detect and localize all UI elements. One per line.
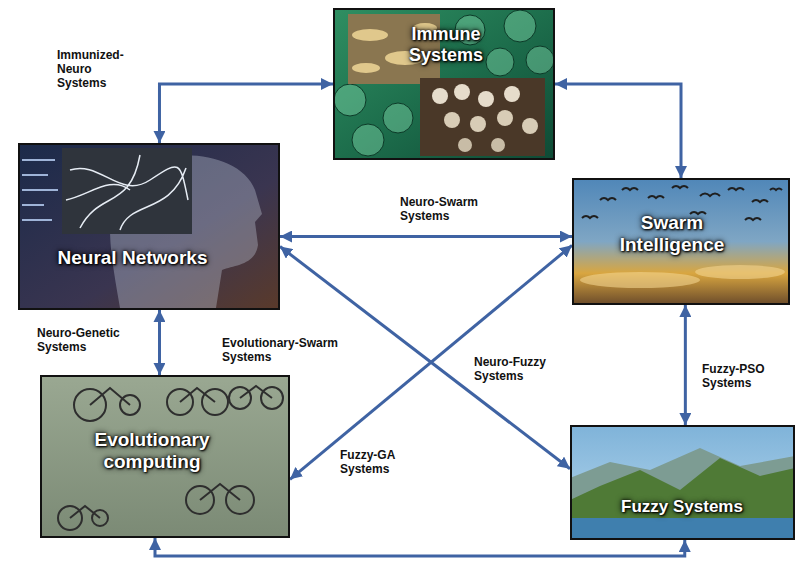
connector-arrow <box>159 84 333 143</box>
connector-label: Neuro-Swarm Systems <box>398 195 514 223</box>
box-label-group: Neural Networks <box>40 247 225 269</box>
white-cell <box>522 118 538 134</box>
bacterium <box>352 29 388 41</box>
cloud <box>695 265 785 279</box>
connector-arrow <box>684 305 687 425</box>
connector-arrow <box>158 310 161 375</box>
white-cell <box>470 116 486 132</box>
topic-box: Immune Systems <box>333 8 555 160</box>
connector-arrow <box>280 235 572 238</box>
connector-arrow <box>155 538 685 556</box>
circuit-lines <box>22 160 58 220</box>
topic-box: Evolutionary computing <box>40 375 290 538</box>
white-cell <box>491 138 505 152</box>
white-cell <box>504 86 520 102</box>
connector-label: Neuro-Genetic Systems <box>35 326 139 354</box>
connector-label: Fuzzy-PSO Systems <box>700 362 784 390</box>
box-label-group: Fuzzy Systems <box>592 497 772 517</box>
evolution-picture <box>40 375 290 538</box>
white-cell <box>458 138 472 152</box>
cell-blob <box>486 48 514 76</box>
white-cell <box>432 88 448 104</box>
connector-label: Neuro-Fuzzy Systems <box>472 355 564 383</box>
cell-blob <box>334 84 366 116</box>
bacterium <box>352 63 380 73</box>
neuron-inset <box>62 148 192 234</box>
lake-water <box>570 518 795 540</box>
connector-label: Immunized-Neuro Systems <box>55 48 139 90</box>
box-title: Evolutionary computing <box>77 429 227 473</box>
cell-blob <box>352 124 384 156</box>
bicycle-frames <box>70 386 272 518</box>
cell-blob <box>526 46 554 74</box>
connector-label: Fuzzy-GA Systems <box>338 448 420 476</box>
topic-box: Swarm Intelligence <box>572 178 790 305</box>
box-label-group: Immune Systems <box>390 24 502 65</box>
topic-box: Neural Networks <box>18 143 280 310</box>
box-title: Fuzzy Systems <box>592 497 772 517</box>
white-cell <box>444 112 460 128</box>
cells-inset <box>420 78 545 156</box>
box-title: Neural Networks <box>40 247 225 269</box>
connector-arrow <box>555 84 681 178</box>
neuron-fibres <box>66 155 188 230</box>
cloud <box>580 272 700 288</box>
connector-label: Evolutionary-Swarm Systems <box>220 336 364 364</box>
green-hills <box>570 458 795 522</box>
swarm-picture <box>572 178 790 305</box>
neural-picture <box>18 143 280 310</box>
cell-blob <box>504 10 536 42</box>
box-label-group: Swarm Intelligence <box>607 212 737 256</box>
topic-box: Fuzzy Systems <box>570 425 795 540</box>
box-title: Immune Systems <box>390 24 502 65</box>
fuzzy-picture <box>570 425 795 540</box>
white-cell <box>454 84 470 100</box>
cell-blob <box>383 103 413 133</box>
white-cell <box>478 91 494 107</box>
box-label-group: Evolutionary computing <box>77 429 227 473</box>
immune-picture <box>333 8 555 160</box>
box-title: Swarm Intelligence <box>607 212 737 256</box>
white-cell <box>497 110 513 126</box>
